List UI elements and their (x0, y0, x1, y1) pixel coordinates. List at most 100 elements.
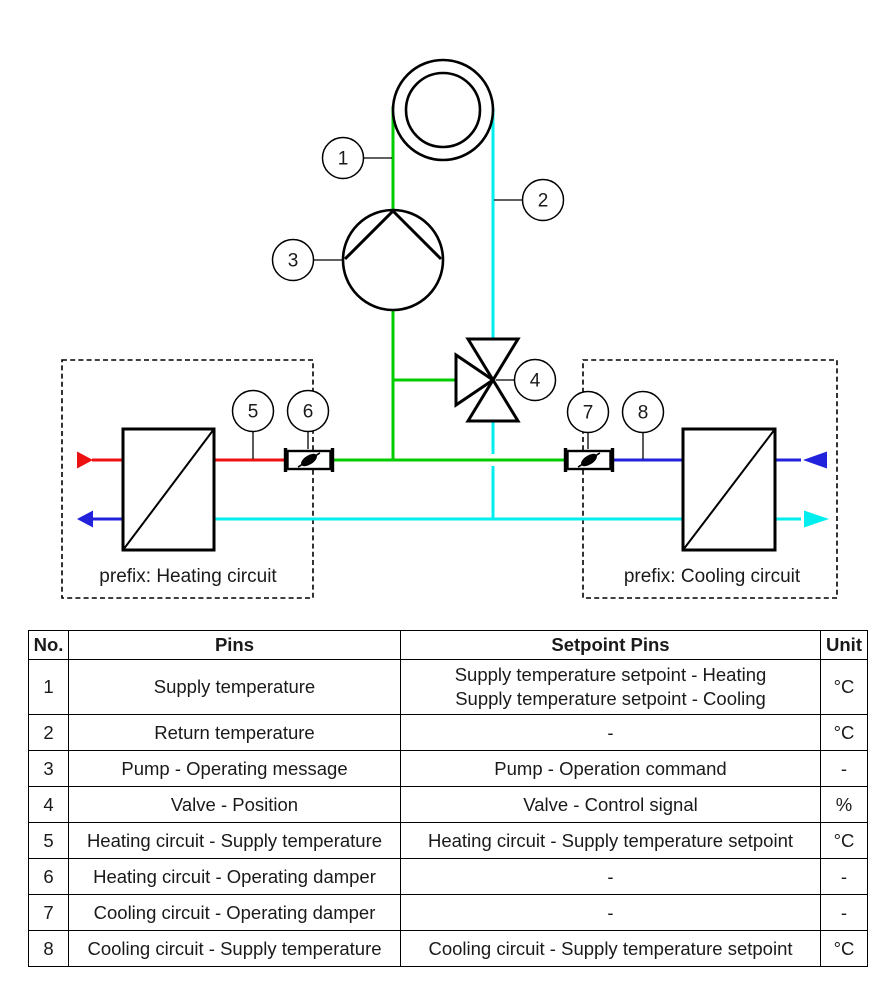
damper-blade-disc (301, 453, 317, 467)
valve-left-triangle (454, 352, 496, 408)
callout-number: 6 (303, 402, 314, 423)
cell-pins: Valve - Position (68, 786, 401, 823)
cell-unit: - (820, 894, 868, 931)
callout-5: 5 (231, 389, 275, 433)
header-setpoint: Setpoint Pins (400, 630, 821, 660)
cell-pins: Cooling circuit - Supply temperature (68, 930, 401, 967)
callout-number: 3 (288, 251, 299, 272)
cell-no: 3 (28, 750, 69, 787)
cell-no: 5 (28, 822, 69, 859)
callout-1: 1 (321, 136, 365, 180)
consumer-outer-circle (391, 58, 495, 162)
cell-setpoint: - (400, 894, 821, 931)
header-pins: Pins (68, 630, 401, 660)
callout-circle (621, 390, 665, 434)
cell-unit: °C (820, 822, 868, 859)
cell-setpoint: Heating circuit - Supply temperature set… (400, 822, 821, 859)
cell-pins: Pump - Operating message (68, 750, 401, 787)
cell-setpoint: Supply temperature setpoint - Heating Su… (400, 659, 821, 715)
callout-circle (513, 358, 557, 402)
cooling-supply-out-arrow (803, 451, 827, 469)
header-no: No. (28, 630, 69, 660)
damper-blade-disc (581, 453, 597, 467)
pump-symbol (341, 208, 445, 312)
valve-bottom-triangle (465, 377, 521, 423)
heat-exchanger-diagonal (682, 428, 776, 551)
valve-top-triangle (465, 337, 521, 383)
pump-circle (341, 208, 445, 312)
cell-no: 2 (28, 714, 69, 751)
cell-setpoint: - (400, 714, 821, 751)
consumer-inner-circle (404, 71, 482, 149)
table-header-row: No. Pins Setpoint Pins Unit (28, 630, 868, 660)
table-row: 7 Cooling circuit - Operating damper - - (28, 894, 868, 931)
cell-pins: Supply temperature (68, 659, 401, 715)
cell-no: 8 (28, 930, 69, 967)
cell-setpoint: Valve - Control signal (400, 786, 821, 823)
cooling-circuit-dashed-box (582, 359, 838, 599)
blue-pipes (92, 458, 801, 521)
callout-3: 3 (271, 238, 315, 282)
cell-setpoint: Pump - Operation command (400, 750, 821, 787)
callout-6: 6 (286, 389, 330, 433)
heating-damper-symbol (283, 448, 335, 472)
cooling-heat-exchanger-symbol (681, 427, 777, 552)
damper-blade (297, 452, 321, 468)
heating-supply-in-arrow (77, 451, 93, 469)
table-row: 6 Heating circuit - Operating damper - - (28, 858, 868, 895)
cell-setpoint: Cooling circuit - Supply temperature set… (400, 930, 821, 967)
three-way-valve-symbol (454, 337, 521, 423)
cell-no: 6 (28, 858, 69, 895)
callout-number: 2 (538, 191, 549, 212)
return-out-arrow (804, 510, 829, 528)
callout-circle (271, 238, 315, 282)
table-row: 4 Valve - Position Valve - Control signa… (28, 786, 868, 823)
cell-no: 1 (28, 659, 69, 715)
cell-no: 7 (28, 894, 69, 931)
callout-number: 5 (248, 402, 259, 423)
cell-setpoint: - (400, 858, 821, 895)
callouts: 1 2 3 4 5 6 7 (231, 136, 665, 434)
cell-unit: - (820, 858, 868, 895)
callout-number: 8 (638, 403, 649, 424)
callout-2: 2 (521, 178, 565, 222)
callout-number: 7 (583, 403, 594, 424)
callout-number: 4 (530, 371, 541, 392)
header-unit: Unit (820, 630, 868, 660)
return-pipes-cyan (214, 108, 801, 521)
cooling-damper-symbol (563, 448, 615, 472)
cell-pins: Cooling circuit - Operating damper (68, 894, 401, 931)
callout-7: 7 (566, 390, 610, 434)
table-row: 8 Cooling circuit - Supply temperature C… (28, 930, 868, 967)
supply-pipes-green (333, 106, 565, 462)
cell-pins: Heating circuit - Operating damper (68, 858, 401, 895)
heating-return-out-arrow (77, 510, 93, 528)
cell-unit: °C (820, 659, 868, 715)
cell-unit: - (820, 750, 868, 787)
damper-blade (577, 452, 601, 468)
cell-unit: °C (820, 714, 868, 751)
cell-pins: Return temperature (68, 714, 401, 751)
heating-heat-exchanger-symbol (121, 427, 216, 552)
callout-8: 8 (621, 390, 665, 434)
table-row: 2 Return temperature - °C (28, 714, 868, 751)
callout-circle (321, 136, 365, 180)
callout-circle (566, 390, 610, 434)
callout-circle (231, 389, 275, 433)
callout-number: 1 (338, 149, 349, 170)
hvac-schematic: prefix: Heating circuit prefix: Cooling … (61, 58, 838, 599)
callout-circle (521, 178, 565, 222)
cell-no: 4 (28, 786, 69, 823)
table-row: 5 Heating circuit - Supply temperature H… (28, 822, 868, 859)
pins-table: No. Pins Setpoint Pins Unit 1 Supply tem… (28, 630, 868, 967)
pump-impeller (343, 209, 443, 261)
callout-4: 4 (513, 358, 557, 402)
table-row: 1 Supply temperature Supply temperature … (28, 659, 868, 715)
table-row: 3 Pump - Operating message Pump - Operat… (28, 750, 868, 787)
heat-exchanger-diagonal (122, 428, 215, 551)
cell-unit: % (820, 786, 868, 823)
callout-circle (286, 389, 330, 433)
callout-leaders (252, 157, 644, 459)
cell-pins: Heating circuit - Supply temperature (68, 822, 401, 859)
